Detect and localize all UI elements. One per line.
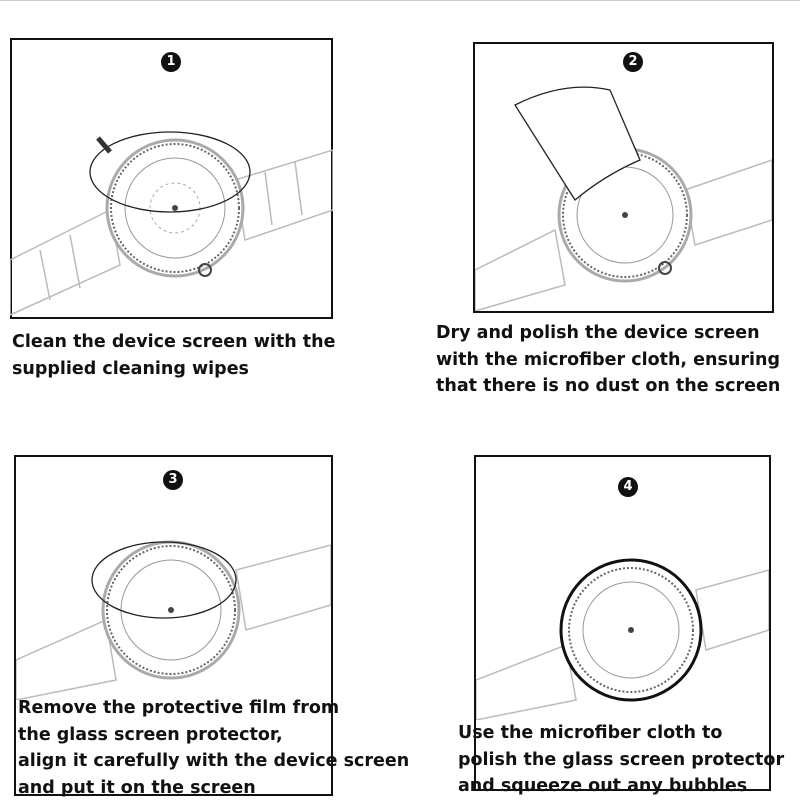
caption-line: and put it on the screen <box>18 775 409 801</box>
caption-line: supplied cleaning wipes <box>12 356 335 383</box>
watch-illustration-2 <box>475 80 772 311</box>
caption-line: align it carefully with the device scree… <box>18 748 409 775</box>
caption-line: Dry and polish the device screen <box>436 320 780 347</box>
step-3-number: 3 <box>163 470 183 490</box>
caption-line: polish the glass screen protector <box>458 747 784 774</box>
caption-line: Remove the protective film from <box>18 695 409 722</box>
caption-line: Use the microfiber cloth to <box>458 720 784 747</box>
step-1-number: 1 <box>161 52 181 72</box>
top-divider <box>0 0 800 1</box>
caption-line: the glass screen protector, <box>18 722 409 749</box>
watch-illustration-3 <box>16 510 331 700</box>
step-4-number: 4 <box>618 477 638 497</box>
watch-illustration-4 <box>476 530 769 720</box>
step-2-number: 2 <box>623 52 643 72</box>
caption-line: and squeeze out any bubbles <box>458 773 784 800</box>
caption-line: with the microfiber cloth, ensuring <box>436 347 780 374</box>
step-3-caption: Remove the protective film from the glas… <box>18 695 409 801</box>
step-1-caption: Clean the device screen with the supplie… <box>12 329 335 382</box>
step-2-caption: Dry and polish the device screen with th… <box>436 320 780 400</box>
caption-line: that there is no dust on the screen <box>436 373 780 400</box>
step-4-caption: Use the microfiber cloth to polish the g… <box>458 720 784 800</box>
caption-line: Clean the device screen with the <box>12 329 335 356</box>
watch-illustration-1 <box>10 90 333 318</box>
